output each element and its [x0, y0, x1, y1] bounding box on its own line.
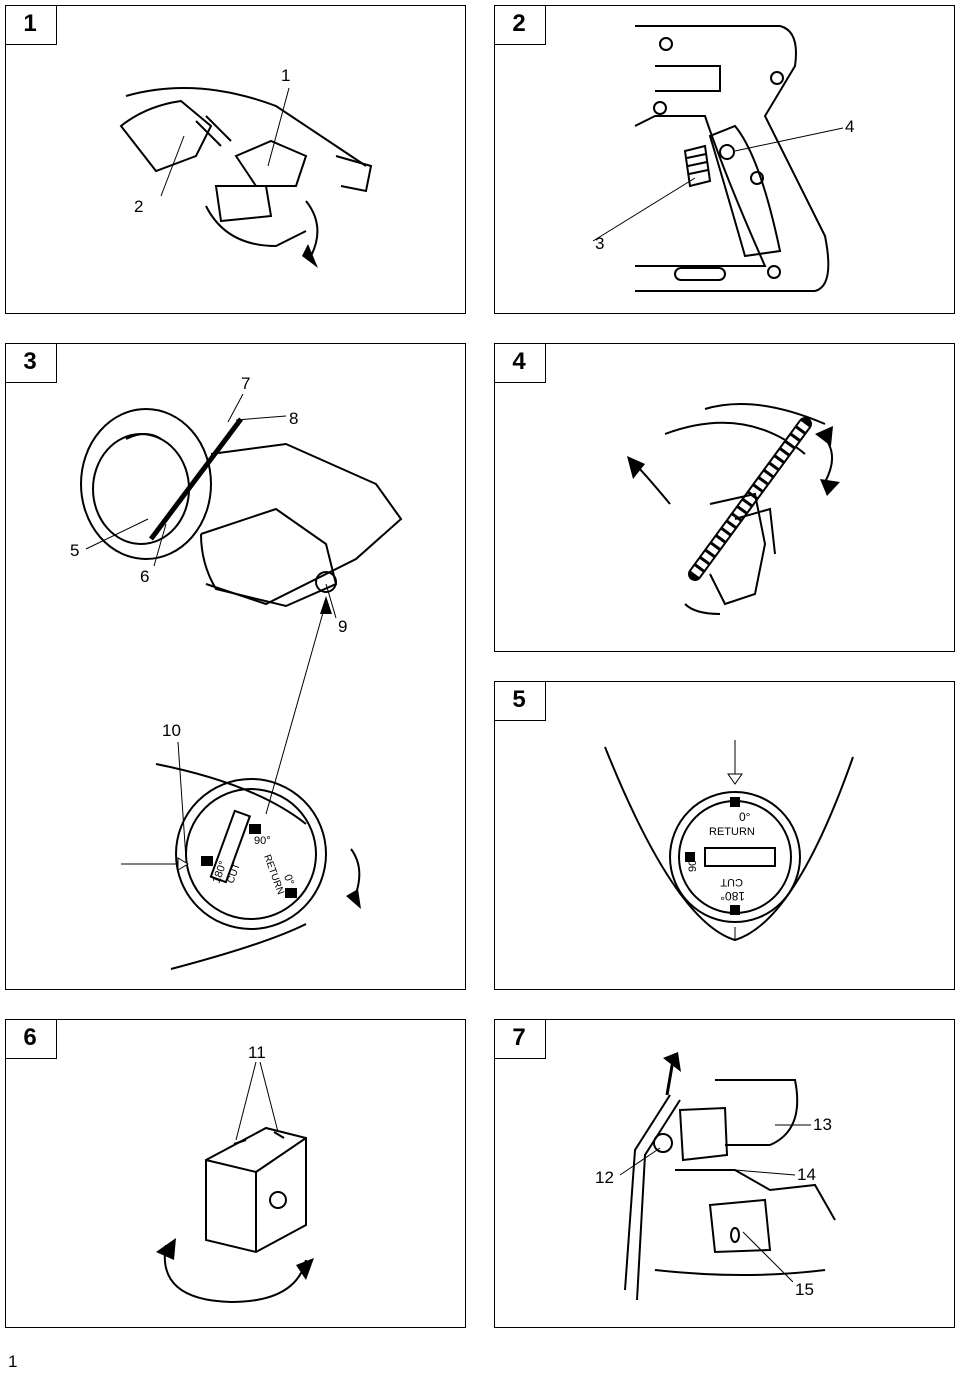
- callout-2: 2: [134, 197, 143, 216]
- dial-label-90: 90°: [687, 855, 699, 872]
- callout-4: 4: [845, 117, 854, 136]
- callout-3: 3: [595, 234, 604, 253]
- figure-4-panel: 4: [493, 342, 955, 652]
- callout-15: 15: [795, 1280, 814, 1299]
- figure-2-illustration: 3 4: [592, 25, 854, 292]
- callout-8: 8: [289, 409, 298, 428]
- dial-label-90: 90°: [254, 835, 271, 847]
- dial-label-return: RETURN: [709, 826, 755, 838]
- dial-label-cut: CUT: [720, 876, 743, 888]
- dial-label-180: 180°: [720, 889, 745, 903]
- figure-7-illustration: 13 14 12 15: [595, 1052, 836, 1301]
- figure-1-illustration: 1 2: [119, 66, 373, 268]
- figure-5-number: 5: [493, 680, 546, 721]
- dial-label-0: 0°: [739, 810, 751, 824]
- figure-4-illustration: [627, 403, 840, 615]
- figure-5-illustration: 0° RETURN 90° CUT 180°: [604, 740, 854, 942]
- figure-1-panel: 1 1 2: [4, 4, 466, 314]
- callout-13: 13: [813, 1115, 832, 1134]
- callout-1: 1: [281, 66, 290, 85]
- callout-6: 6: [140, 567, 149, 586]
- page-number: 1: [8, 1352, 18, 1371]
- dial-label-0: 0°: [281, 873, 296, 887]
- figure-2-number: 2: [493, 4, 546, 45]
- figure-6-illustration: 11: [156, 1043, 314, 1304]
- figure-6-panel: 6 11: [4, 1018, 466, 1328]
- figure-1-number: 1: [4, 4, 57, 45]
- callout-7: 7: [241, 374, 250, 393]
- figure-2-panel: 2 3 4: [493, 4, 955, 314]
- callout-14: 14: [797, 1165, 816, 1184]
- figure-3-illustration: 7 8 5 6 9 10 180° CUT 90° RETURN 0°: [70, 374, 403, 970]
- figure-3-panel: 3 7 8 5 6 9 10 180° CUT 90: [4, 342, 466, 990]
- callout-9: 9: [338, 617, 347, 636]
- figure-7-number: 7: [493, 1018, 546, 1059]
- figure-5-panel: 5 0° RETURN 90° CUT 180°: [493, 680, 955, 990]
- dial-label-return: RETURN: [261, 853, 286, 896]
- callout-11: 11: [248, 1043, 266, 1062]
- figure-4-number: 4: [493, 342, 546, 383]
- figure-6-number: 6: [4, 1018, 57, 1059]
- figure-3-number: 3: [4, 342, 57, 383]
- figure-7-panel: 7 13 14 12 15: [493, 1018, 955, 1328]
- callout-12: 12: [595, 1168, 614, 1187]
- callout-10: 10: [162, 721, 181, 740]
- callout-5: 5: [70, 541, 79, 560]
